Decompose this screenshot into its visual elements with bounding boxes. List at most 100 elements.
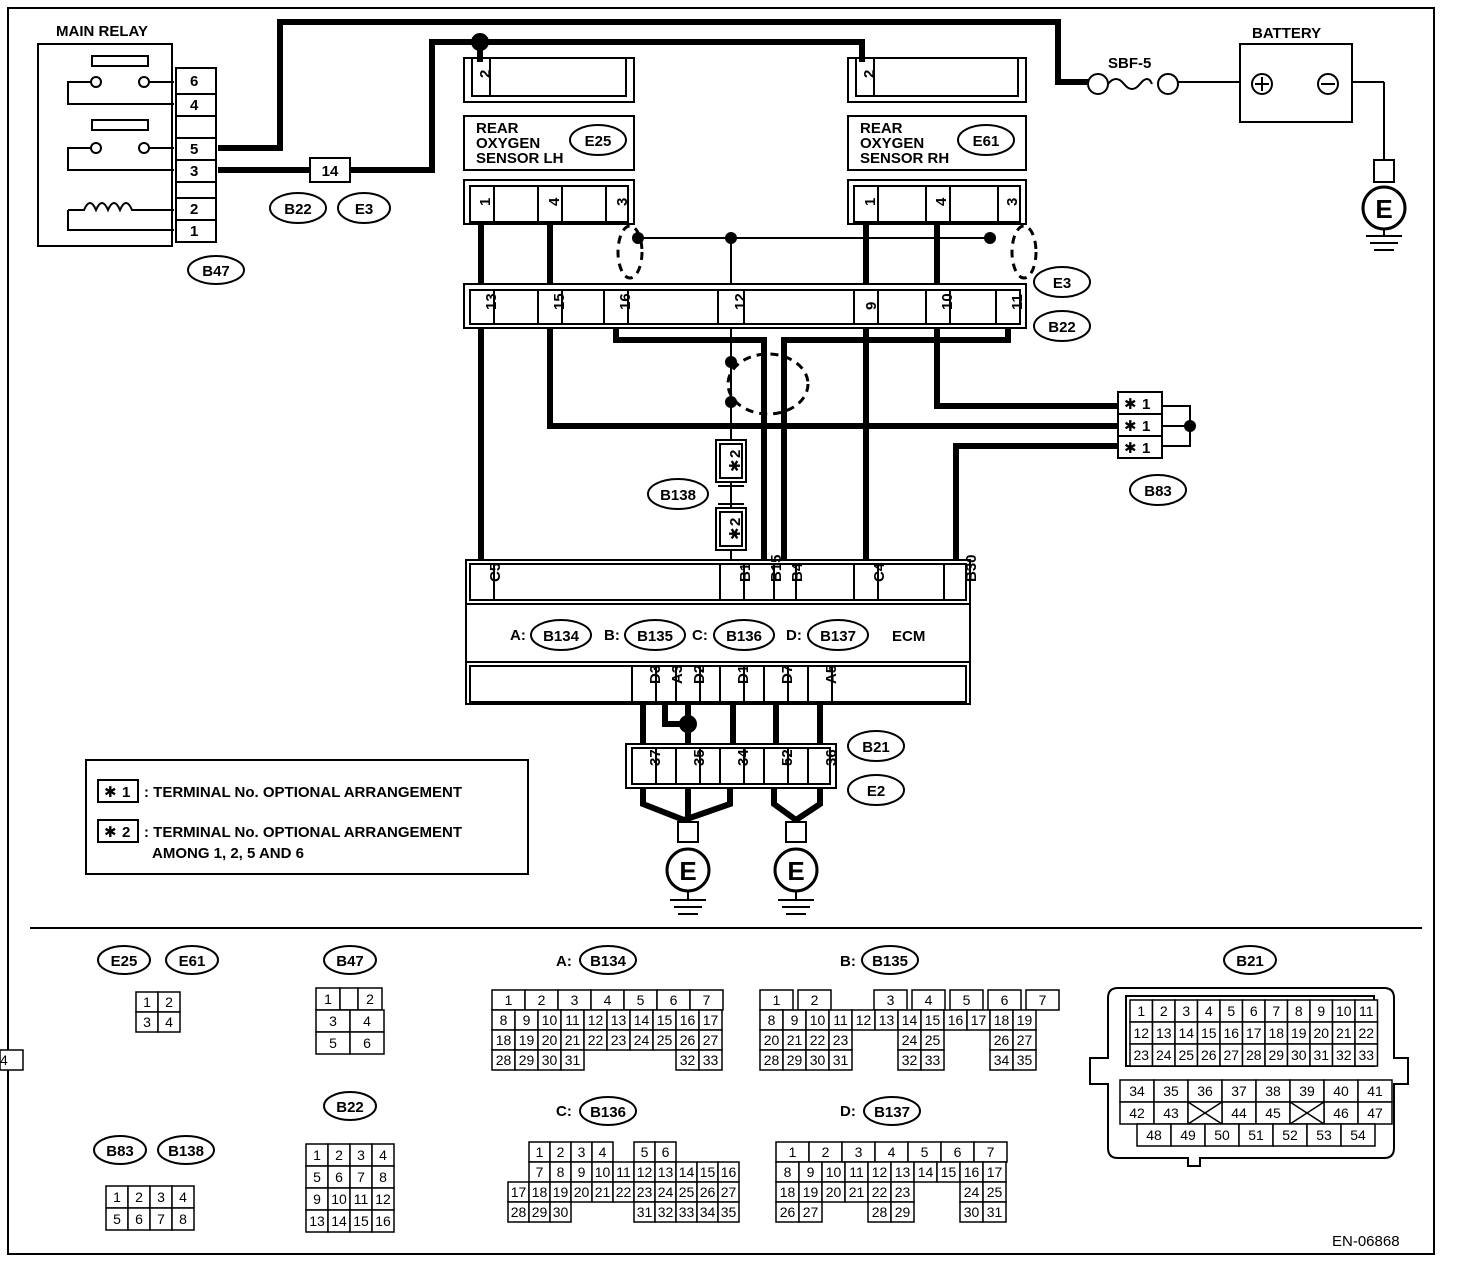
relay-pins: 6 4 5 3 2 1 xyxy=(175,67,217,243)
svg-text:B137: B137 xyxy=(820,628,856,645)
b135-pin: 28 xyxy=(764,1052,780,1068)
b21-pin: 8 xyxy=(1295,1003,1303,1019)
b83-pin: 5 xyxy=(113,1211,121,1227)
b136-pin: 2 xyxy=(557,1144,565,1160)
svg-text:B1: B1 xyxy=(737,563,754,582)
svg-text:: TERMINAL No. OPTIONAL ARRANG: : TERMINAL No. OPTIONAL ARRANGEMENT xyxy=(144,824,462,841)
b137-pin: 23 xyxy=(895,1184,911,1200)
svg-text:11: 11 xyxy=(1009,294,1026,310)
b134-pin: 13 xyxy=(611,1012,627,1028)
b136-pin: 6 xyxy=(662,1144,670,1160)
b22-pin: 8 xyxy=(379,1169,387,1185)
junction-b138-b xyxy=(725,396,737,408)
sensor-rh: 2 REAR OXYGEN SENSOR RH E61 1 4 3 xyxy=(847,57,1027,225)
relay-pin-5: 5 xyxy=(190,141,198,158)
page-frame xyxy=(7,7,1435,1255)
b136-pin: 34 xyxy=(700,1204,716,1220)
b138-tag-text: B138 xyxy=(660,487,696,504)
b136-pin: 4 xyxy=(599,1144,607,1160)
b22-connector: 13 15 16 12 9 10 11 xyxy=(463,283,1027,329)
b135-pin: 5 xyxy=(963,992,971,1008)
battery-ground: E xyxy=(1361,159,1407,251)
b138-tag xyxy=(647,478,709,510)
svg-text:B136: B136 xyxy=(726,628,762,645)
b22-pin: 12 xyxy=(375,1191,391,1207)
svg-text:E: E xyxy=(1375,194,1392,224)
b134-pin: 18 xyxy=(496,1032,512,1048)
b21-pin: 39 xyxy=(1299,1083,1315,1099)
svg-text:SENSOR RH: SENSOR RH xyxy=(860,150,949,167)
b83-connector: ✱1 ✱1 ✱1 xyxy=(1117,391,1163,459)
wire-b22-11 xyxy=(781,326,1011,565)
svg-text:13: 13 xyxy=(483,293,500,310)
b21-pin: 12 xyxy=(1133,1025,1149,1041)
svg-text:3: 3 xyxy=(1004,198,1021,206)
svg-text:1: 1 xyxy=(122,784,130,801)
b21-pin: 37 xyxy=(1231,1083,1247,1099)
b135-pin: 2 xyxy=(811,992,819,1008)
b47-tag-text: B47 xyxy=(202,263,230,280)
b21-pin: 46 xyxy=(1333,1105,1349,1121)
b135-pin: 27 xyxy=(1017,1032,1033,1048)
b137-pin: 7 xyxy=(987,1144,995,1160)
b137-cell xyxy=(890,1201,915,1223)
svg-text:B135: B135 xyxy=(637,628,673,645)
b135-pin: 25 xyxy=(925,1032,941,1048)
b134-cell xyxy=(560,1049,585,1071)
b21-tag xyxy=(847,730,905,762)
svg-text:C:: C: xyxy=(692,627,708,644)
b134-pin: 14 xyxy=(634,1012,650,1028)
wire-b22-15 xyxy=(547,326,1120,429)
b136-pin: 9 xyxy=(578,1164,586,1180)
b134-pin: 15 xyxy=(657,1012,673,1028)
b22-cell xyxy=(371,1209,395,1233)
b137-pin: 19 xyxy=(803,1184,819,1200)
b47-pin: 1 xyxy=(324,991,332,1007)
main-relay-label: MAIN RELAY xyxy=(56,23,148,40)
svg-text:1: 1 xyxy=(477,198,494,206)
b137-pin: 1 xyxy=(789,1144,797,1160)
svg-text:B134: B134 xyxy=(543,628,580,645)
b21-blank-mark xyxy=(1187,1101,1223,1125)
svg-text:B137: B137 xyxy=(874,1104,910,1121)
relay-pin-4: 4 xyxy=(190,97,199,114)
b137-pin: 21 xyxy=(849,1184,865,1200)
svg-text:A5: A5 xyxy=(823,665,840,684)
b21-pin: 30 xyxy=(1291,1047,1307,1063)
b136-pin: 30 xyxy=(553,1204,569,1220)
b21-pin: 52 xyxy=(1282,1127,1298,1143)
svg-text:2: 2 xyxy=(861,70,878,78)
b135-pin: 4 xyxy=(925,992,933,1008)
relay-pin-3: 3 xyxy=(190,163,198,180)
b136-pin: 16 xyxy=(721,1164,737,1180)
b21-pin: 21 xyxy=(1336,1025,1352,1041)
e3-tag-2 xyxy=(1033,266,1091,298)
svg-text:2: 2 xyxy=(122,824,130,841)
e3-tag-1 xyxy=(337,192,391,224)
b21-pin: 5 xyxy=(1227,1003,1235,1019)
b136-pin: 24 xyxy=(658,1184,674,1200)
svg-text:A:: A: xyxy=(556,953,572,970)
b136-pin: 29 xyxy=(532,1204,548,1220)
b135-pin: 26 xyxy=(994,1032,1010,1048)
b21-cell xyxy=(1340,1123,1376,1147)
e25-pin: 2 xyxy=(165,994,173,1010)
b21-pin: 24 xyxy=(1156,1047,1172,1063)
b136-pin: 14 xyxy=(679,1164,695,1180)
b134-pin: 1 xyxy=(505,992,513,1008)
svg-text:4: 4 xyxy=(546,197,563,206)
b135-pin: 31 xyxy=(833,1052,849,1068)
b21-pin: 51 xyxy=(1248,1127,1264,1143)
b135-pin: 33 xyxy=(925,1052,941,1068)
svg-text:1: 1 xyxy=(1142,396,1150,413)
svg-text:B4: B4 xyxy=(789,562,806,582)
b22-tag-1-text: B22 xyxy=(284,201,312,218)
b21-pin: 48 xyxy=(1146,1127,1162,1143)
b22-pin: 15 xyxy=(353,1213,369,1229)
b134-pin: 8 xyxy=(500,1012,508,1028)
b135-pin: 35 xyxy=(1017,1052,1033,1068)
b135-pin: 22 xyxy=(810,1032,826,1048)
svg-text:D3: D3 xyxy=(647,665,664,684)
wire-gnd1 xyxy=(640,784,733,824)
b134-pin: 4 xyxy=(604,992,612,1008)
